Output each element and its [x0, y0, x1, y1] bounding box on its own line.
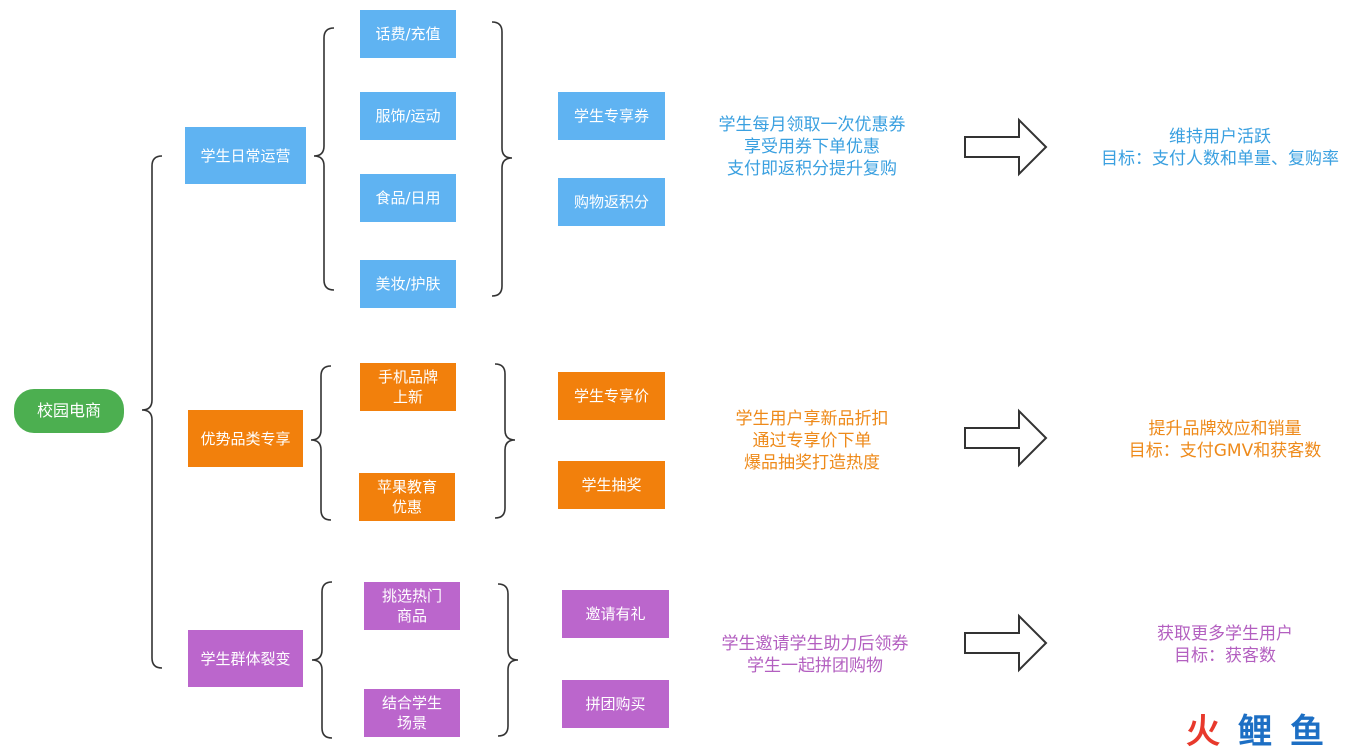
item-node: 话费/充值: [360, 10, 456, 58]
action-label: 学生抽奖: [581, 476, 642, 494]
action-label: 学生专享价: [573, 387, 649, 405]
item-node: 美妆/护肤: [360, 260, 456, 308]
group3-left-brace: [311, 581, 333, 739]
group1-left-brace: [313, 27, 335, 291]
group-label: 优势品类专享: [200, 429, 291, 448]
watermark-char: 火: [1186, 712, 1220, 752]
group1-right-brace: [491, 21, 513, 297]
action-label: 购物返积分: [573, 193, 649, 211]
group3-right-brace: [497, 583, 519, 737]
group2-left-brace: [310, 365, 332, 521]
item-node: 食品/日用: [360, 174, 456, 222]
item-node: 挑选热门 商品: [364, 582, 460, 630]
group-description: 学生用户享新品折扣 通过专享价下单 爆品抽奖打造热度: [735, 409, 889, 473]
item-label: 美妆/护肤: [375, 275, 441, 293]
watermark-char: 鲤: [1238, 712, 1272, 752]
group2-right-brace: [494, 363, 516, 519]
item-label: 手机品牌 上新: [377, 368, 438, 406]
action-node: 学生抽奖: [558, 461, 665, 509]
item-label: 话费/充值: [375, 25, 441, 43]
item-node: 结合学生 场景: [364, 689, 460, 737]
action-label: 拼团购买: [585, 695, 646, 713]
group-description: 学生邀请学生助力后领券 学生一起拼团购物: [721, 634, 909, 676]
item-node: 苹果教育 优惠: [359, 473, 455, 521]
group-goal: 获取更多学生用户 目标：获客数: [1157, 624, 1293, 666]
item-node: 服饰/运动: [360, 92, 456, 140]
item-node: 手机品牌 上新: [360, 363, 456, 411]
group-label: 学生日常运营: [200, 146, 291, 165]
arrow-icon-1: [964, 117, 1048, 177]
action-node: 学生专享券: [558, 92, 665, 140]
action-node: 学生专享价: [558, 372, 665, 420]
group-goal: 提升品牌效应和销量 目标：支付GMV和获客数: [1128, 419, 1322, 461]
main-brace: [141, 155, 163, 669]
group-node-1: 学生日常运营: [185, 127, 306, 184]
group-node-2: 优势品类专享: [188, 410, 303, 467]
action-node: 购物返积分: [558, 178, 665, 226]
group-node-3: 学生群体裂变: [188, 630, 303, 687]
action-label: 邀请有礼: [585, 605, 646, 623]
group-goal: 维持用户活跃 目标：支付人数和单量、复购率: [1101, 127, 1339, 169]
item-label: 苹果教育 优惠: [376, 478, 437, 516]
root-node: 校园电商: [14, 389, 124, 433]
action-label: 学生专享券: [573, 107, 649, 125]
root-label: 校园电商: [36, 401, 101, 420]
action-node: 邀请有礼: [562, 590, 669, 638]
action-node: 拼团购买: [562, 680, 669, 728]
group-label: 学生群体裂变: [200, 649, 291, 668]
arrow-icon-3: [964, 613, 1048, 673]
item-label: 食品/日用: [375, 189, 441, 207]
item-label: 服饰/运动: [375, 107, 441, 125]
watermark-char: 鱼: [1290, 712, 1324, 752]
group-description: 学生每月领取一次优惠券 享受用券下单优惠 支付即返积分提升复购: [718, 115, 906, 179]
arrow-icon-2: [964, 408, 1048, 468]
item-label: 结合学生 场景: [381, 694, 442, 732]
item-label: 挑选热门 商品: [381, 587, 442, 625]
